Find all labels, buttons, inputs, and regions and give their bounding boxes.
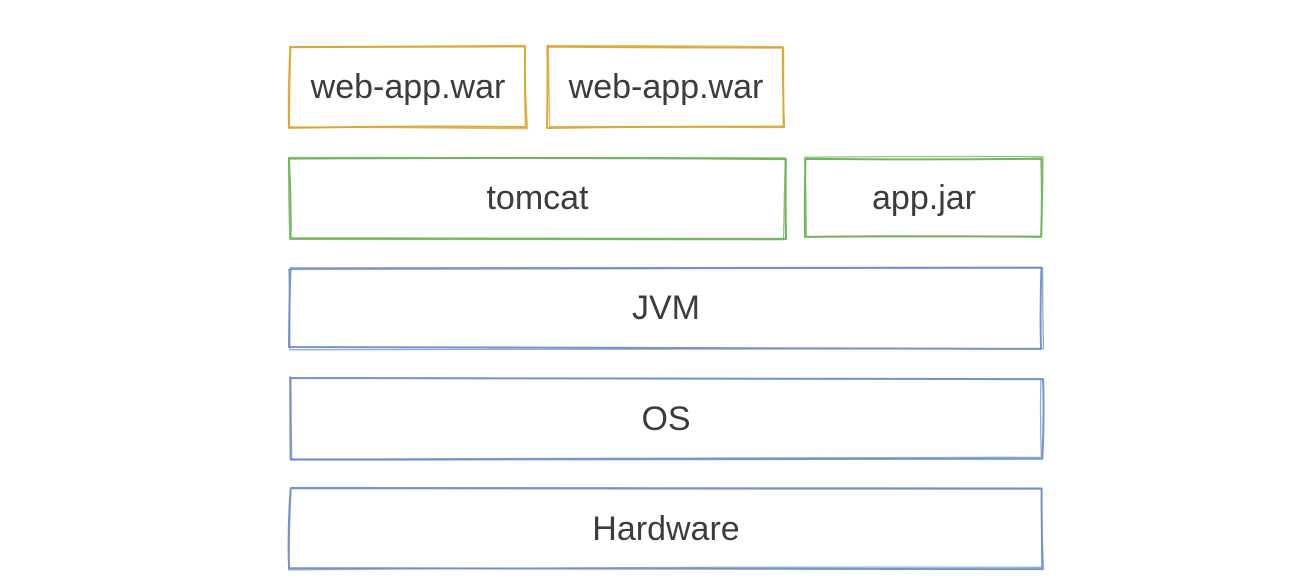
app-jar-label: app.jar [872, 178, 976, 217]
hardware-label: Hardware [592, 509, 740, 548]
web-app-war-box-1: web-app.war [287, 44, 529, 130]
tomcat-box: tomcat [287, 156, 788, 241]
tomcat-label: tomcat [486, 178, 589, 217]
web-app-war-label-1: web-app.war [310, 67, 506, 106]
web-app-war-label-2: web-app.war [568, 67, 764, 106]
hardware-box: Hardware [287, 486, 1044, 571]
jvm-label: JVM [632, 288, 700, 327]
os-label: OS [641, 399, 691, 438]
jvm-box: JVM [287, 266, 1045, 351]
web-app-war-box-2: web-app.war [545, 44, 786, 130]
app-jar-box: app.jar [803, 155, 1044, 238]
os-box: OS [288, 376, 1045, 461]
